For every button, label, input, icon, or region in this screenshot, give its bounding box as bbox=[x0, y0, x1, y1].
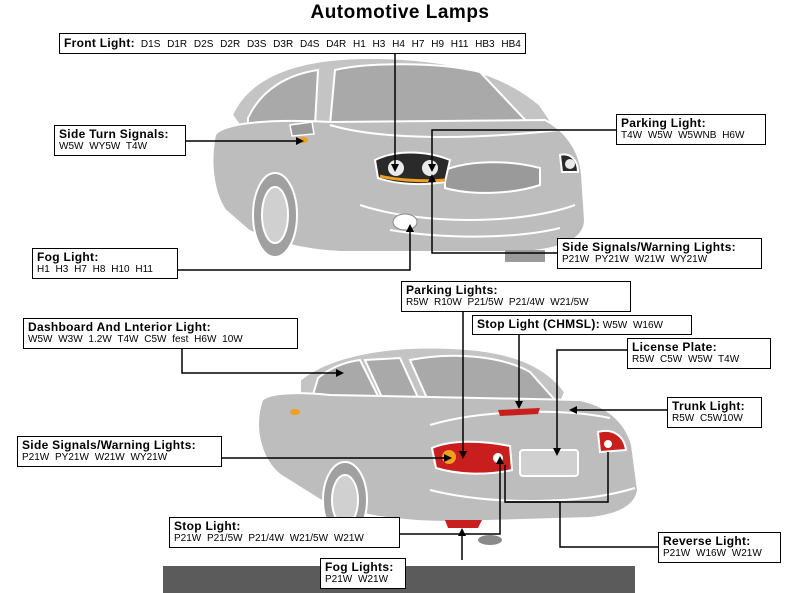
trunk-light-label: Trunk Light: R5W C5W10W bbox=[667, 397, 762, 428]
stop-light-title: Stop Light: bbox=[174, 519, 241, 533]
side-signals-front-label: Side Signals/Warning Lights: P21W PY21W … bbox=[557, 238, 762, 269]
fog-lights-rear-values: P21W W21W bbox=[325, 574, 389, 585]
parking-light-values: T4W W5W W5WNB H6W bbox=[621, 130, 745, 141]
parking-light-title: Parking Light: bbox=[621, 116, 706, 130]
dashboard-interior-label: Dashboard And Lnterior Light: W5W W3W 1.… bbox=[23, 318, 298, 349]
side-signals-rear-label: Side Signals/Warning Lights: P21W PY21W … bbox=[17, 436, 222, 467]
reverse-light-values: P21W W16W W21W bbox=[663, 548, 762, 559]
license-plate-values: R5W C5W W5W T4W bbox=[632, 354, 740, 365]
parking-lights-rear-label: Parking Lights: R5W R10W P21/5W P21/4W W… bbox=[401, 281, 631, 312]
side-signals-front-values: P21W PY21W W21W WY21W bbox=[562, 254, 708, 265]
trunk-light-values: R5W C5W10W bbox=[672, 413, 743, 424]
parking-lights-rear-values: R5W R10W P21/5W P21/4W W21/5W bbox=[406, 297, 589, 308]
trunk-light-title: Trunk Light: bbox=[672, 399, 745, 413]
side-signals-front-title: Side Signals/Warning Lights: bbox=[562, 240, 736, 254]
stop-light-chmsl-label: Stop Light (CHMSL): W5W W16W bbox=[472, 315, 692, 335]
front-light-values: D1S D1R D2S D2R D3S D3R D4S D4R H1 H3 H4… bbox=[140, 39, 521, 50]
reverse-light-title: Reverse Light: bbox=[663, 534, 751, 548]
fog-light-title: Fog Light: bbox=[37, 250, 99, 264]
front-light-label: Front Light: D1S D1R D2S D2R D3S D3R D4S … bbox=[59, 33, 526, 54]
license-plate-title: License Plate: bbox=[632, 340, 717, 354]
dashboard-interior-values: W5W W3W 1.2W T4W C5W fest H6W 10W bbox=[28, 334, 243, 345]
parking-lights-rear-title: Parking Lights: bbox=[406, 283, 498, 297]
fog-lights-rear-title: Fog Lights: bbox=[325, 560, 394, 574]
connector-lines bbox=[178, 51, 669, 560]
fog-light-values: H1 H3 H7 H8 H10 H11 bbox=[37, 264, 153, 275]
stop-light-values: P21W P21/5W P21/4W W21/5W W21W bbox=[174, 533, 364, 544]
stop-light-label: Stop Light: P21W P21/5W P21/4W W21/5W W2… bbox=[169, 517, 400, 548]
front-light-title: Front Light: bbox=[64, 36, 135, 50]
fog-lights-rear-label: Fog Lights: P21W W21W bbox=[320, 558, 406, 589]
side-turn-signals-title: Side Turn Signals: bbox=[59, 127, 169, 141]
side-signals-rear-title: Side Signals/Warning Lights: bbox=[22, 438, 196, 452]
side-turn-signals-values: W5W WY5W T4W bbox=[59, 141, 148, 152]
dashboard-interior-title: Dashboard And Lnterior Light: bbox=[28, 320, 211, 334]
reverse-light-label: Reverse Light: P21W W16W W21W bbox=[658, 532, 781, 563]
page-title: Automotive Lamps bbox=[310, 2, 490, 23]
license-plate-label: License Plate: R5W C5W W5W T4W bbox=[627, 338, 771, 369]
front-car-illustration bbox=[211, 56, 587, 262]
stop-light-chmsl-title: Stop Light (CHMSL): bbox=[477, 317, 600, 331]
stop-light-chmsl-values: W5W W16W bbox=[602, 320, 663, 331]
side-turn-signals-label: Side Turn Signals: W5W WY5W T4W bbox=[54, 125, 186, 156]
rear-car-illustration bbox=[257, 346, 640, 545]
arrowheads bbox=[296, 137, 577, 536]
parking-light-label: Parking Light: T4W W5W W5WNB H6W bbox=[616, 114, 766, 145]
side-signals-rear-values: P21W PY21W W21W WY21W bbox=[22, 452, 168, 463]
fog-light-label: Fog Light: H1 H3 H7 H8 H10 H11 bbox=[32, 248, 178, 279]
